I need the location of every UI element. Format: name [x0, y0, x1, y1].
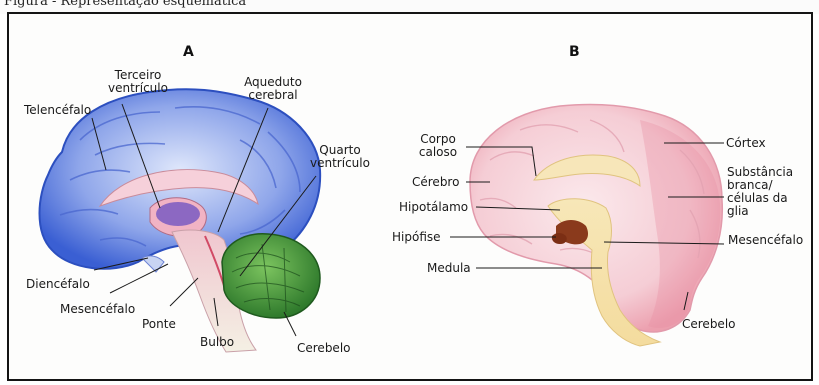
brain-a-cerebellum: [222, 234, 320, 318]
label-quarto-ventriculo: Quarto ventrículo: [304, 144, 376, 170]
label-subst-line4: glia: [727, 205, 793, 218]
label-corpo-caloso: Corpo caloso: [410, 133, 466, 159]
label-hipotalamo: Hipotálamo: [399, 201, 468, 214]
panel-b-letter: B: [569, 44, 580, 60]
label-mesencefalo-a: Mesencéfalo: [60, 303, 135, 316]
label-hipofise: Hipófise: [392, 231, 441, 244]
label-mesencefalo-b: Mesencéfalo: [728, 234, 803, 247]
label-corpo-line2: caloso: [410, 146, 466, 159]
label-diencefalo: Diencéfalo: [26, 278, 90, 291]
label-aqueduto-cerebral: Aqueduto cerebral: [242, 76, 304, 102]
label-cerebro: Cérebro: [412, 176, 459, 189]
label-substancia-branca: Substância branca/ células da glia: [727, 166, 793, 218]
label-telencefalo: Telencéfalo: [24, 104, 91, 117]
label-medula: Medula: [427, 262, 471, 275]
label-cerebelo-a: Cerebelo: [297, 342, 351, 355]
label-bulbo: Bulbo: [200, 336, 234, 349]
brain-a-third-ventricle: [156, 202, 200, 226]
label-cortex: Córtex: [726, 137, 766, 150]
label-terceiro-ventriculo: Terceiro ventrículo: [103, 69, 173, 95]
label-cerebelo-b: Cerebelo: [682, 318, 736, 331]
label-ponte: Ponte: [142, 318, 176, 331]
label-quarto-line2: ventrículo: [304, 157, 376, 170]
panel-a-letter: A: [183, 44, 194, 60]
label-aqueduto-line2: cerebral: [242, 89, 304, 102]
label-terceiro-line2: ventrículo: [103, 82, 173, 95]
